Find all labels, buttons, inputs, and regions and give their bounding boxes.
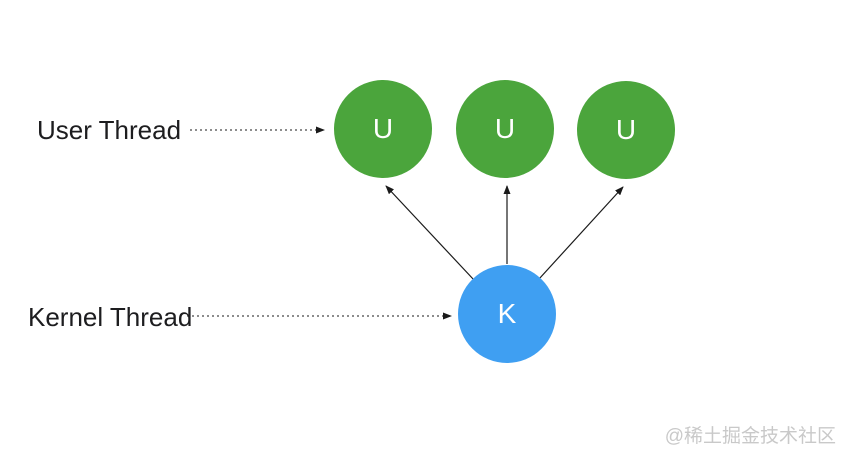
- kernel-to-user-arrow-3: [538, 186, 624, 280]
- user-thread-node-3: U: [577, 81, 675, 179]
- node-label: U: [615, 114, 637, 145]
- node-label: U: [372, 113, 394, 144]
- node-label: U: [494, 113, 516, 144]
- user-thread-label: User Thread: [37, 115, 182, 145]
- kernel-thread-node: K: [458, 265, 556, 363]
- kernel-to-user-arrow-1: [385, 185, 475, 281]
- user-thread-node-2: U: [456, 80, 554, 178]
- user-thread-node-1: U: [334, 80, 432, 178]
- watermark: @稀土掘金技术社区: [664, 426, 836, 447]
- node-label: K: [497, 298, 517, 329]
- kernel-thread-label: Kernel Thread: [28, 302, 193, 332]
